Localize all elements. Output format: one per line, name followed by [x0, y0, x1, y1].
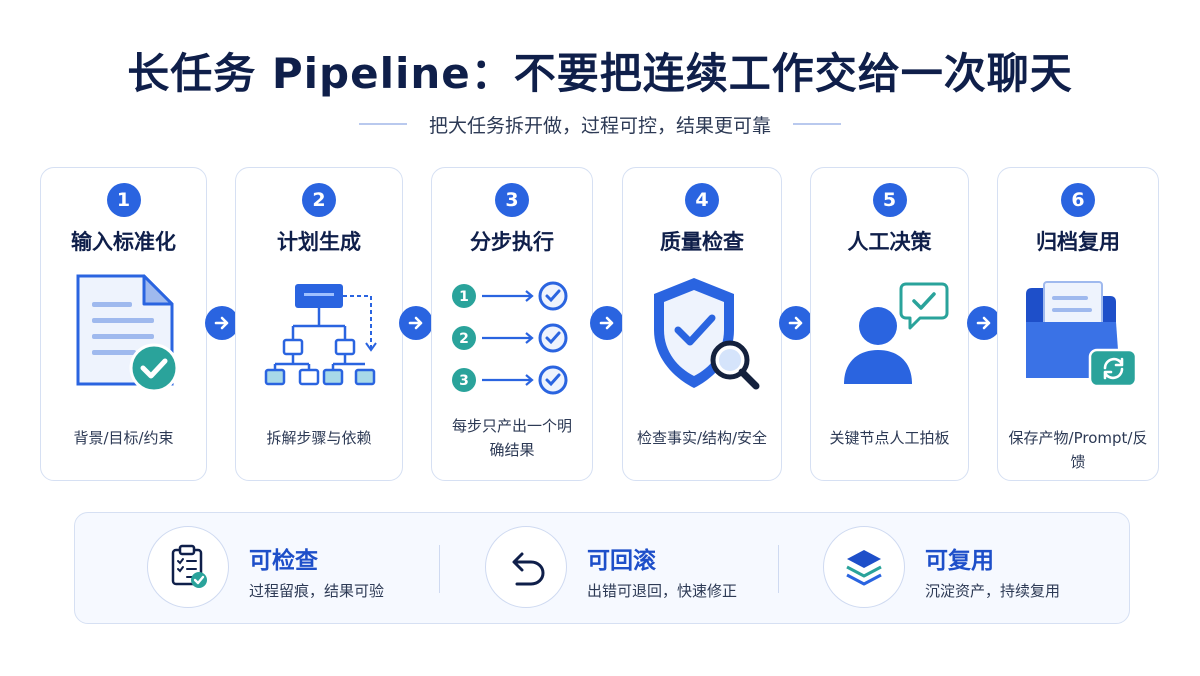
step-card-4: 4 质量检查 检查事实/结构/安全 — [622, 167, 782, 481]
step-card-6: 6 归档复用 保存产物/Prompt/反馈 — [997, 167, 1159, 481]
person-approval-icon — [830, 268, 950, 398]
feature-description: 过程留痕，结果可验 — [249, 582, 385, 600]
arrow-right-icon — [399, 306, 433, 340]
step-title: 归档复用 — [1036, 230, 1120, 254]
step-card-2: 2 计划生成 拆解步骤与依赖 — [235, 167, 403, 481]
arrow-right-icon — [779, 306, 813, 340]
undo-arrow-icon — [485, 526, 567, 608]
step-description: 每步只产出一个明确结果 — [451, 417, 572, 459]
arrow-right-icon — [205, 306, 239, 340]
feature-description: 沉淀资产，持续复用 — [925, 582, 1061, 600]
page-subtitle: 把大任务拆开做，过程可控，结果更可靠 — [428, 114, 771, 137]
feature-checkable: 可检查 过程留痕，结果可验 — [147, 523, 447, 613]
step-title: 分步执行 — [470, 230, 554, 254]
arrow-right-icon — [590, 306, 624, 340]
feature-title: 可回滚 — [587, 548, 656, 574]
step-number-badge: 4 — [685, 183, 719, 217]
step-number-badge: 2 — [302, 183, 336, 217]
step-title: 计划生成 — [277, 230, 361, 254]
step-number-badge: 5 — [872, 183, 907, 217]
step-title: 质量检查 — [660, 230, 744, 254]
benefits-panel: 可检查 过程留痕，结果可验 可回滚 出错可退回，快速修正 可复用 沉淀资产，持续… — [74, 512, 1130, 624]
feature-title: 可复用 — [925, 548, 994, 574]
page-title: 长任务 Pipeline：不要把连续工作交给一次聊天 — [127, 49, 1073, 98]
clipboard-check-icon — [147, 526, 229, 608]
step-number-badge: 6 — [1061, 183, 1095, 217]
substep-number-1: 1 — [459, 289, 469, 305]
step-description: 关键节点人工拍板 — [829, 429, 950, 447]
arrow-right-icon — [967, 306, 1001, 340]
layers-icon — [823, 526, 905, 608]
substep-number-3: 3 — [459, 373, 469, 389]
step-number-badge: 3 — [495, 183, 529, 217]
step-card-1: 1 输入标准化 背景/目标/约束 — [40, 167, 207, 481]
step-description: 拆解步骤与依赖 — [266, 429, 372, 447]
step-card-5: 5 人工决策 关键节点人工拍板 — [810, 167, 969, 481]
subtitle-left-line — [358, 123, 407, 125]
step-title: 输入标准化 — [71, 230, 176, 254]
feature-rollback: 可回滚 出错可退回，快速修正 — [485, 523, 785, 613]
feature-description: 出错可退回，快速修正 — [587, 582, 738, 600]
step-card-3: 3 分步执行 1 2 3 每步只产出一个明确结果 — [431, 167, 593, 481]
step-description: 保存产物/Prompt/反馈 — [1008, 429, 1148, 471]
shield-magnifier-icon — [642, 268, 762, 398]
step-description: 背景/目标/约束 — [73, 429, 174, 447]
feature-divider — [778, 545, 779, 593]
flowchart-icon — [259, 268, 379, 398]
step-title: 人工决策 — [847, 230, 932, 254]
subtitle-row: 把大任务拆开做，过程可控，结果更可靠 — [0, 110, 1200, 138]
folder-reuse-icon — [1018, 268, 1138, 398]
feature-title: 可检查 — [249, 548, 318, 574]
step-description: 检查事实/结构/安全 — [636, 429, 768, 447]
document-check-icon — [64, 268, 184, 398]
substep-number-2: 2 — [459, 331, 469, 347]
steps-checklist-icon: 1 2 3 — [452, 268, 572, 398]
step-number-badge: 1 — [106, 183, 141, 217]
feature-reusable: 可复用 沉淀资产，持续复用 — [823, 523, 1123, 613]
subtitle-right-line — [793, 123, 841, 125]
feature-divider — [439, 545, 440, 593]
